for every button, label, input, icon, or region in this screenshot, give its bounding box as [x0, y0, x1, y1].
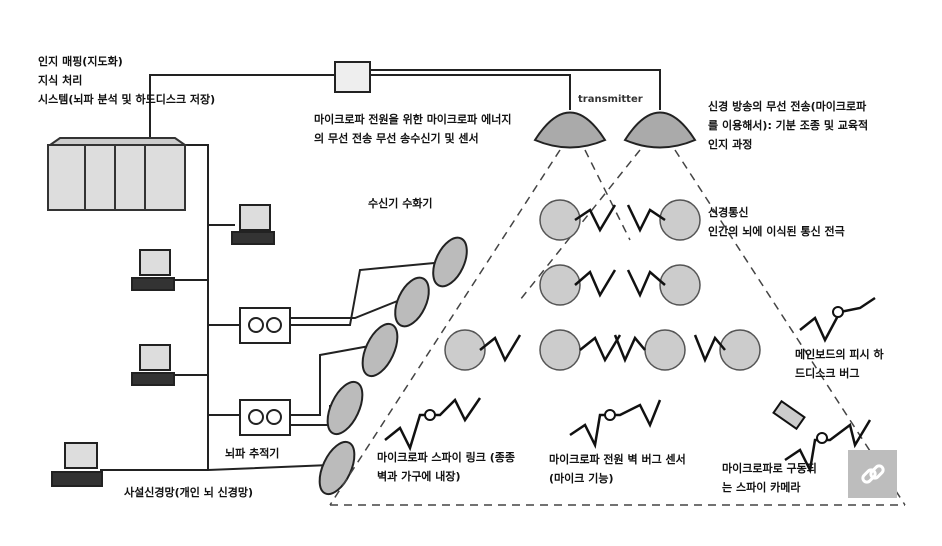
bus-wire	[185, 144, 209, 470]
terminal-icon	[231, 204, 275, 245]
receiver-dish-icon	[432, 236, 468, 288]
head-icon	[659, 264, 701, 306]
head-icon	[539, 329, 581, 371]
motherboard-bug-label: 메인보드의 피시 하 드디스크 버그	[795, 348, 884, 380]
terminal-icon	[131, 249, 175, 291]
mainframe-computer-icon	[46, 137, 189, 211]
eeg-tracker-icon	[239, 307, 291, 344]
private-network-label: 사설신경망(개인 뇌 신경망)	[124, 486, 254, 499]
receiver-dish-icon	[326, 380, 364, 436]
cognitive-mapping-label: 인지 매핑(지도화) 지식 처리 시스템(뇌파 분석 및 하드디스크 저장)	[38, 55, 216, 106]
link-icon	[860, 464, 885, 484]
wall-bug-label: 마이크로파 전원 벽 버그 센서 (마이크 기능)	[549, 453, 686, 485]
terminal-icon	[51, 442, 103, 487]
transmitter-dish-icon	[533, 111, 607, 149]
terminal-icon	[131, 344, 175, 386]
transmitter-dish-icon	[623, 111, 697, 149]
spy-link-label: 마이크로파 스파이 링크 (종종 벽과 가구에 내장)	[377, 451, 515, 483]
head-icon	[444, 329, 486, 371]
head-icon	[539, 199, 581, 241]
neural-broadcast-label: 신경 방송의 무선 전송(마이크로파 를 이용해서): 기분 조종 및 교육적 …	[708, 100, 869, 151]
receiver-handset-label: 수신기 수화기	[368, 197, 433, 210]
head-icon	[719, 329, 761, 371]
signal-zigzag-icon	[574, 204, 617, 233]
wire-to-dish1	[370, 74, 571, 110]
eeg-tracker-label: 뇌파 추적기	[225, 447, 280, 460]
transceiver-box	[334, 61, 371, 93]
neural-comm-label: 신경통신 인간의 뇌에 이식된 통신 전극	[708, 206, 845, 238]
head-icon	[659, 199, 701, 241]
transmitter-label: transmitter	[578, 94, 643, 105]
link-button[interactable]	[848, 450, 897, 498]
microwave-energy-label: 마이크로파 전원을 위한 마이크로파 에너지 의 무선 전송 무선 송수신기 및…	[314, 113, 512, 145]
head-icon	[539, 264, 581, 306]
head-icon	[644, 329, 686, 371]
spy-camera-icon	[772, 399, 806, 431]
eeg-tracker-icon	[239, 399, 291, 436]
receiver-dish-icon	[394, 276, 430, 328]
receiver-dish-icon	[361, 322, 399, 378]
spy-camera-label: 마이크로파로 구동되 는 스파이 카메라	[722, 462, 817, 494]
wire-to-box	[149, 74, 335, 145]
